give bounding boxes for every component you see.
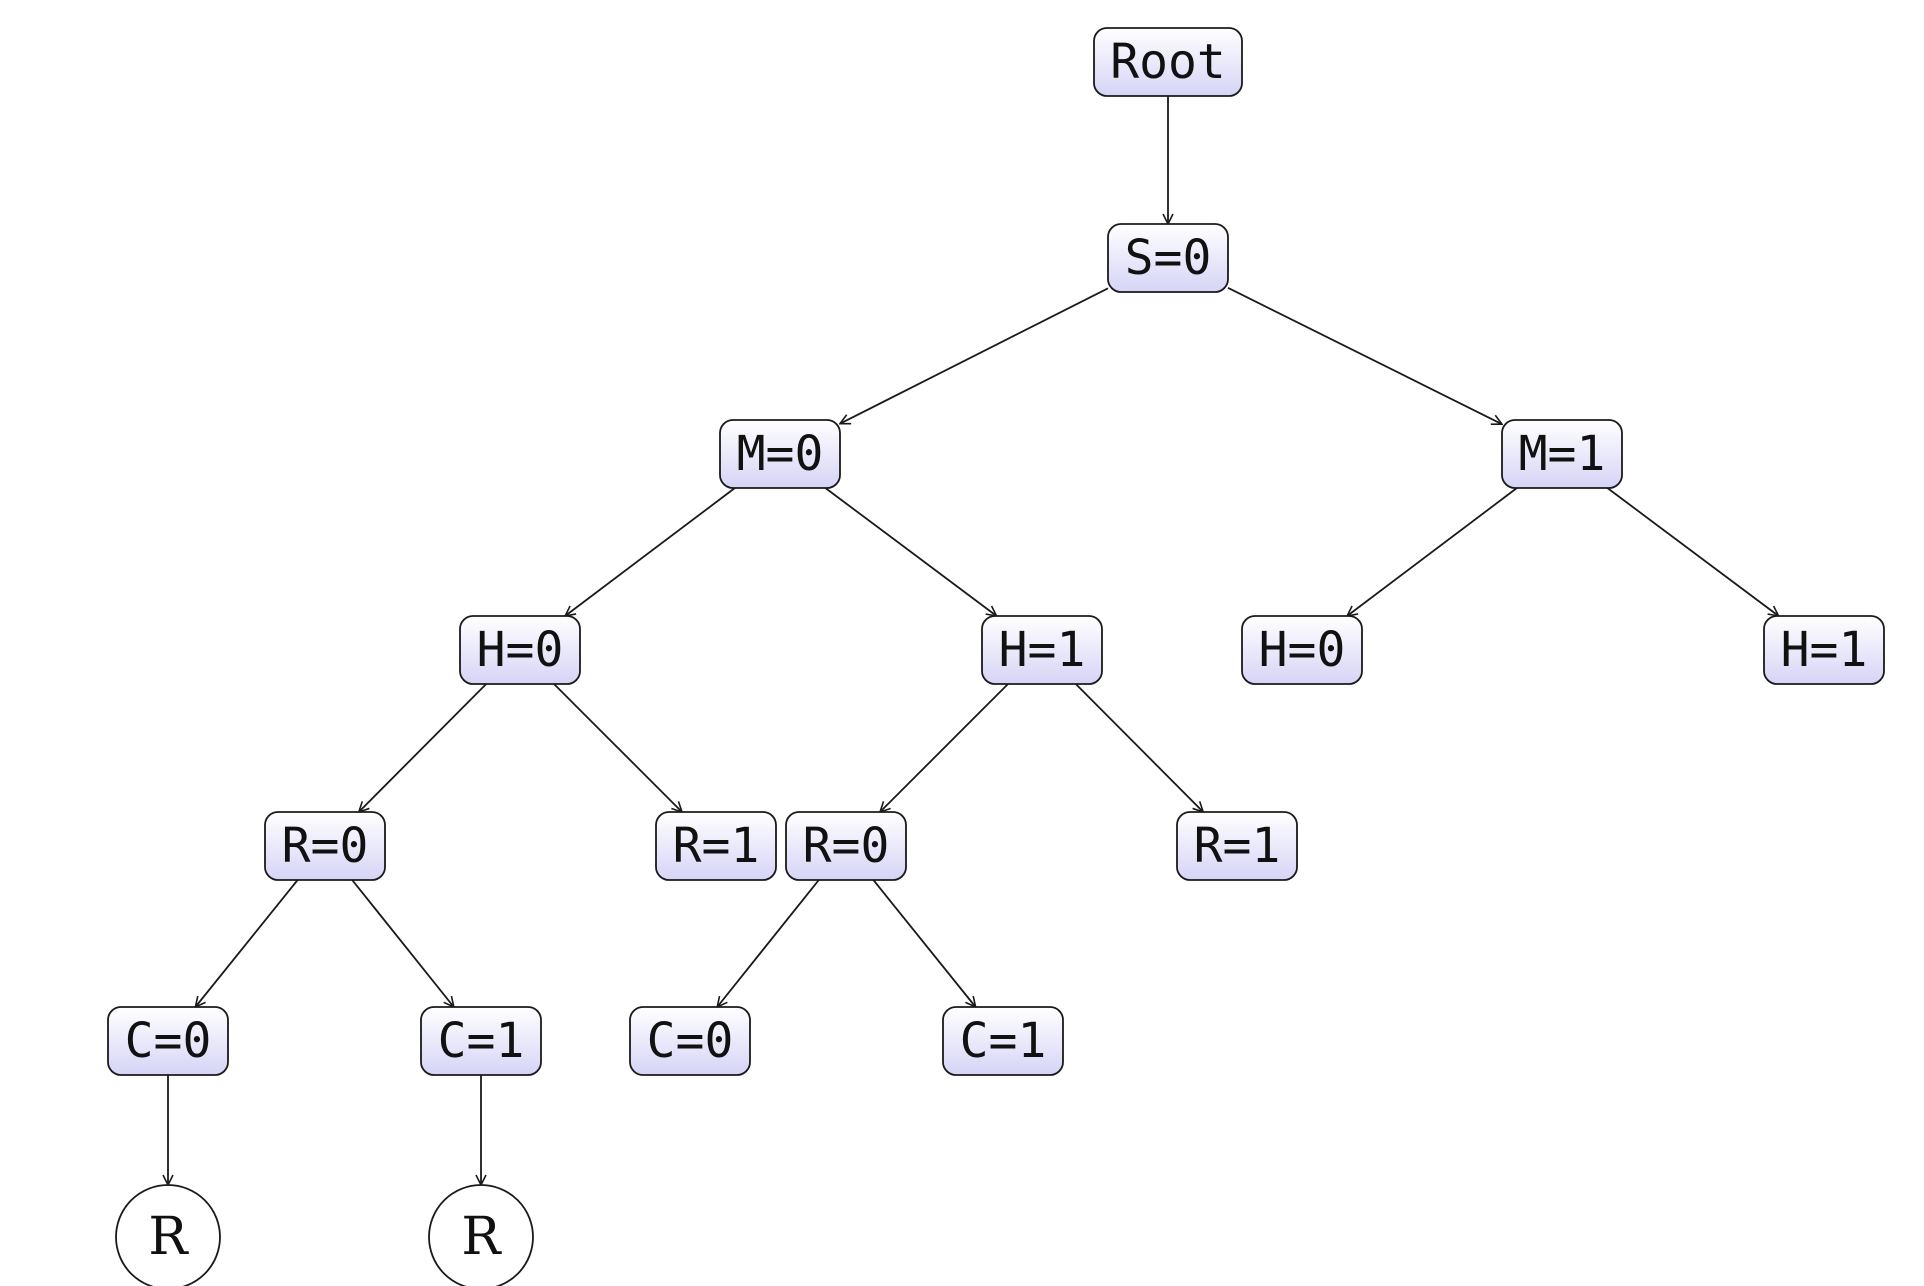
node-h1r0-c1: C=1 [942, 1006, 1064, 1076]
node-box [1107, 223, 1229, 293]
edge-s0-to-m0 [840, 287, 1109, 423]
node-box [1093, 27, 1243, 97]
node-box [420, 1006, 542, 1076]
node-m1-h1: H=1 [1763, 615, 1885, 685]
node-m0: M=0 [719, 419, 841, 489]
edge-m1-to-m1-h1 [1606, 487, 1778, 616]
node-box [459, 615, 581, 685]
node-label: M=0 [737, 426, 824, 482]
node-label: R [461, 1207, 502, 1267]
edges-layer [168, 96, 1779, 1185]
node-label: R=0 [803, 818, 890, 874]
node-m1: M=1 [1501, 419, 1623, 489]
edge-m0-h0-to-h0-r0 [359, 683, 487, 812]
edge-m0-h0-to-h0-r1 [553, 683, 682, 812]
edge-m0-h1-to-h1-r0 [880, 683, 1009, 812]
edge-h1-r0-to-h1r0-c1 [872, 879, 975, 1007]
edge-h0-r0-to-h0r0-c1 [351, 879, 454, 1007]
node-label: R=1 [1194, 818, 1281, 874]
node-box [785, 811, 907, 881]
edge-s0-to-m1 [1227, 286, 1502, 424]
node-box [107, 1006, 229, 1076]
node-m0-h1: H=1 [981, 615, 1103, 685]
node-box [981, 615, 1103, 685]
node-label: Root [1110, 34, 1226, 90]
node-h0r0-c1: C=1 [420, 1006, 542, 1076]
edge-m0-to-m0-h1 [824, 487, 996, 616]
node-label: S=0 [1125, 230, 1212, 286]
node-h0-r0: R=0 [264, 811, 386, 881]
node-h1-r0: R=0 [785, 811, 907, 881]
node-box [942, 1006, 1064, 1076]
node-m1-h0: H=0 [1241, 615, 1363, 685]
node-root: Root [1093, 27, 1243, 97]
node-label: C=0 [125, 1013, 212, 1069]
node-h0r0-c0: C=0 [107, 1006, 229, 1076]
node-m0-h0: H=0 [459, 615, 581, 685]
node-leaf-2: R [428, 1184, 534, 1286]
node-leaf-1: R [115, 1184, 221, 1286]
node-s0: S=0 [1107, 223, 1229, 293]
edge-m0-to-m0-h0 [565, 487, 736, 616]
leaf-circle [428, 1184, 534, 1286]
node-label: C=1 [960, 1013, 1047, 1069]
node-label: C=0 [647, 1013, 734, 1069]
node-h1-r1: R=1 [1176, 811, 1298, 881]
node-label: H=1 [1781, 622, 1868, 678]
leaf-circle [115, 1184, 221, 1286]
edge-h1-r0-to-h1r0-c0 [717, 879, 820, 1007]
edge-h0-r0-to-h0r0-c0 [195, 879, 299, 1007]
node-label: H=1 [999, 622, 1086, 678]
node-h0-r1: R=1 [655, 811, 777, 881]
node-label: C=1 [438, 1013, 525, 1069]
node-box [655, 811, 777, 881]
node-label: R=0 [282, 818, 369, 874]
node-box [264, 811, 386, 881]
node-label: R=1 [673, 818, 760, 874]
node-label: R [148, 1207, 189, 1267]
node-box [629, 1006, 751, 1076]
node-box [1763, 615, 1885, 685]
node-box [1501, 419, 1623, 489]
node-box [1176, 811, 1298, 881]
node-label: M=1 [1519, 426, 1606, 482]
node-box [719, 419, 841, 489]
node-box [1241, 615, 1363, 685]
edge-m1-to-m1-h0 [1347, 487, 1518, 616]
edge-m0-h1-to-h1-r1 [1075, 683, 1203, 812]
node-label: H=0 [477, 622, 564, 678]
node-h1r0-c0: C=0 [629, 1006, 751, 1076]
node-label: H=0 [1259, 622, 1346, 678]
